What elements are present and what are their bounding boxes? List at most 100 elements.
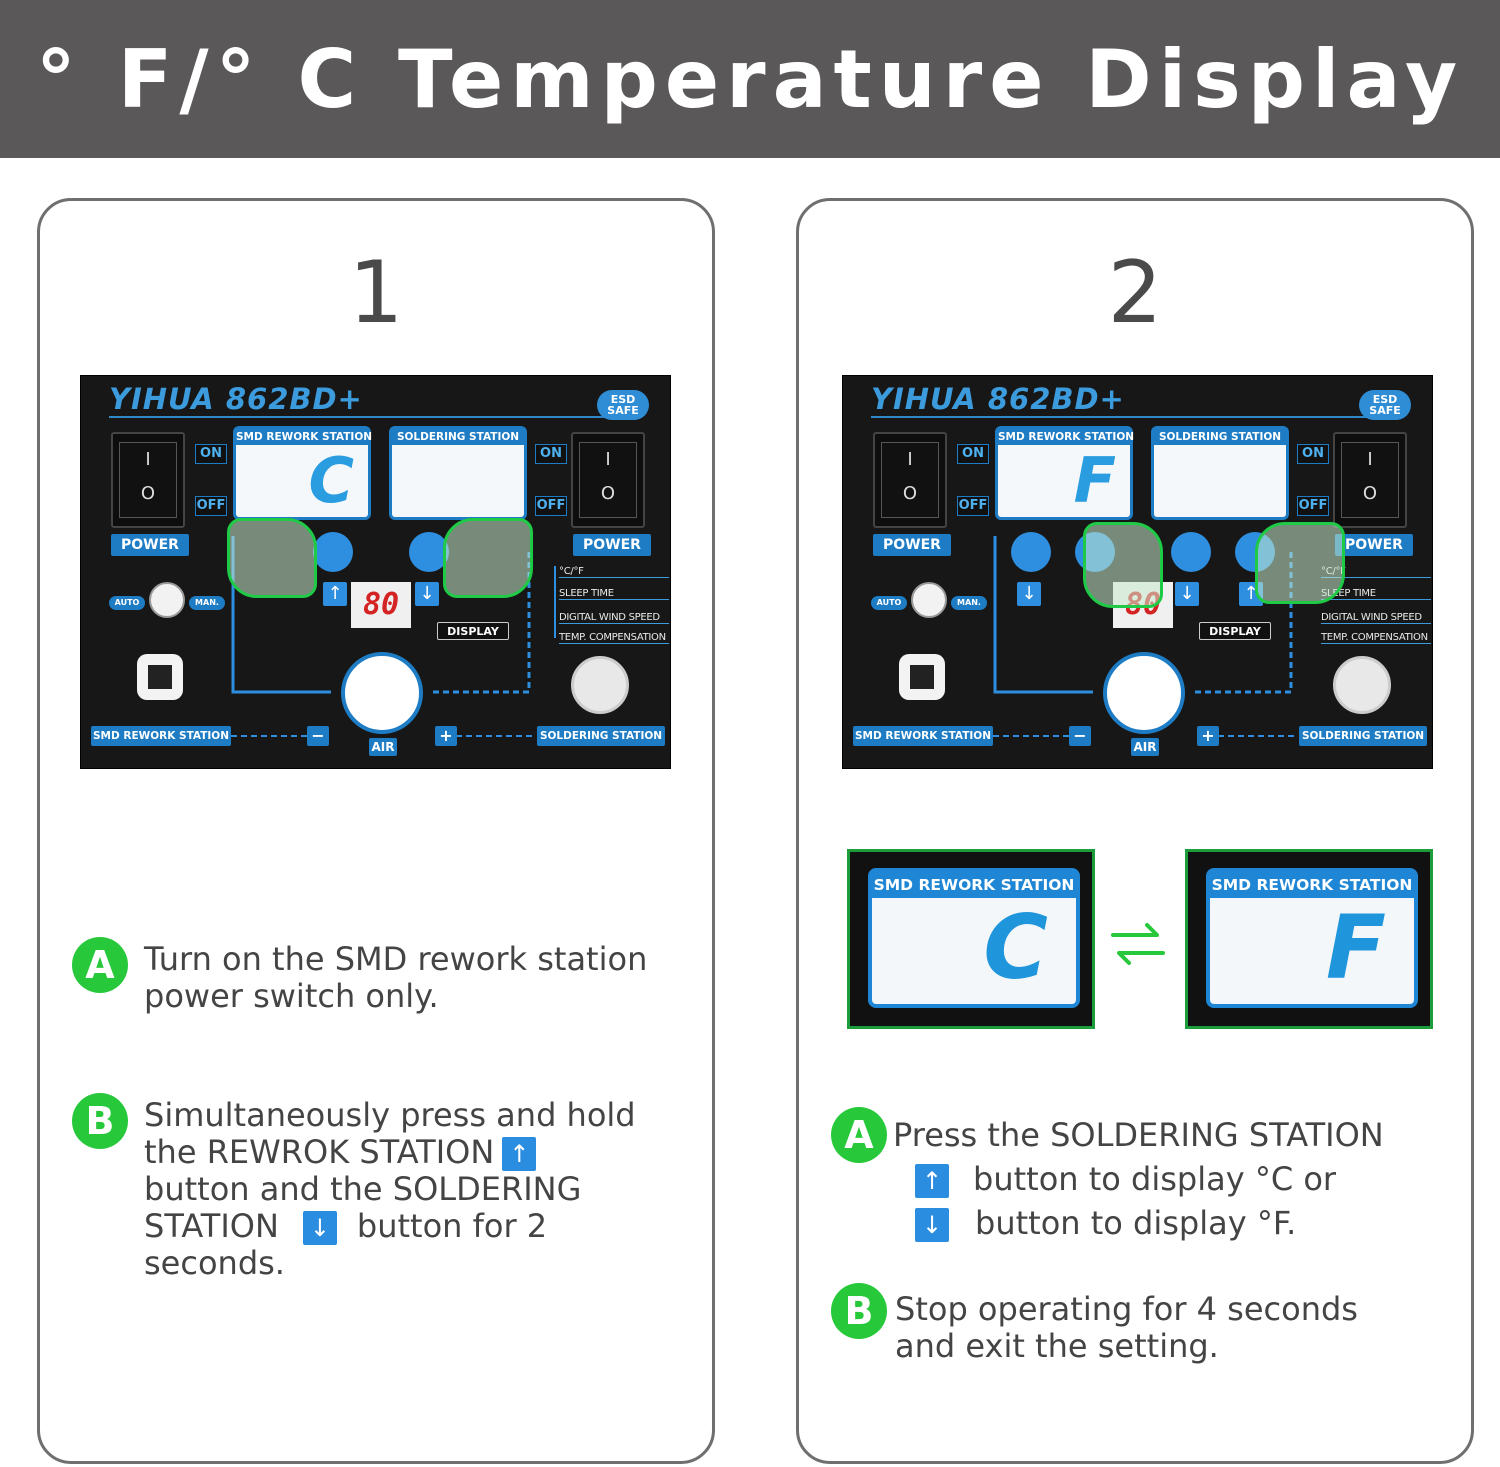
esd-safe-badge: ESD SAFE [597,390,649,420]
title-banner: ° F/° C Temperature Display [0,0,1500,158]
step-b-line: Simultaneously press and hold [144,1096,636,1134]
segment-display: 80 [351,582,411,628]
man-label: MAN. [189,596,225,610]
rocker-face: I O [881,442,939,518]
smd-down-arrow-icon[interactable]: ↓ [1017,582,1041,606]
display-label: DISPLAY [1199,622,1271,640]
soldering-down-arrow-icon[interactable]: ↓ [1175,582,1199,606]
step-b-line-with-icon: STATION↓button for 2 [144,1208,714,1245]
smd-station-footer: SMD REWORK STATION [91,726,231,746]
step-b-line: seconds. [144,1244,285,1282]
smd-set-button[interactable] [313,532,353,572]
soldering-lcd-display: SOLDERING STATION [389,426,527,520]
rocker-off-mark: O [600,483,616,504]
control-knob[interactable] [341,652,423,734]
esd-safe-badge: ESD SAFE [1359,390,1411,420]
smd-lcd-title: SMD REWORK STATION [236,429,373,445]
arrow-down-icon: ↓ [302,1211,337,1245]
station-panel: YIHUA 862BD+ ESD SAFE I O ON OFF POWER I… [80,375,671,769]
soldering-off-label: OFF [1297,496,1329,516]
step-a-badge: A [72,937,128,993]
step-a-text: Press the SOLDERING STATION ↑ button to d… [893,1113,1463,1245]
rocker-on-mark: I [145,449,151,470]
step-a-line: button to display °F. [975,1204,1297,1242]
smd-select-button[interactable] [1011,532,1051,572]
step-b-line: Stop operating for 4 seconds [895,1290,1358,1328]
auto-man-knob[interactable] [911,582,947,618]
soldering-power-label: POWER [1335,534,1413,556]
hot-air-connector [137,654,183,700]
rocker-off-mark: O [902,483,918,504]
panel-guide-lines [231,536,556,737]
step-a-line: Press the SOLDERING STATION [893,1116,1384,1154]
mini-lcd-title: SMD REWORK STATION [872,872,1076,898]
man-label: MAN. [951,596,987,610]
menu-wind-speed: DIGITAL WIND SPEED [1321,612,1431,624]
step-b-line: and exit the setting. [895,1327,1219,1365]
smd-station-footer: SMD REWORK STATION [853,726,993,746]
iron-connector [1333,656,1391,714]
step-card-2: 2 YIHUA 862BD+ ESD SAFE I O ON OFF POWER… [796,198,1474,1464]
smd-power-switch[interactable]: I O [111,432,185,528]
smd-on-label: ON [957,444,989,464]
auto-label: AUTO [109,596,145,610]
plus-button[interactable]: + [435,726,457,746]
soldering-lcd-display: SOLDERING STATION [1151,426,1289,520]
plus-button[interactable]: + [1197,726,1219,746]
mini-lcd-frame: SMD REWORK STATION F [1206,868,1418,1008]
step-a-text: Turn on the SMD rework station power swi… [144,941,704,1015]
step-b-badge: B [831,1283,887,1339]
smd-power-label: POWER [111,534,189,556]
smd-power-switch[interactable]: I O [873,432,947,528]
soldering-station-footer: SOLDERING STATION [1299,726,1427,746]
control-knob[interactable] [1103,652,1185,734]
menu-temp-compensation: TEMP. COMPENSATION [1321,632,1431,644]
soldering-station-footer: SOLDERING STATION [537,726,665,746]
smd-up-arrow-icon[interactable]: ↑ [323,582,347,606]
air-label: AIR [1131,738,1159,756]
soldering-lcd-title: SOLDERING STATION [1154,429,1286,445]
step-a-line: power switch only. [144,977,439,1015]
arrow-down-icon: ↓ [915,1208,949,1242]
brand-logo: YIHUA 862BD+ [109,382,363,416]
rocker-off-mark: O [140,483,156,504]
soldering-power-switch[interactable]: I O [571,432,645,528]
rocker-face: I O [119,442,177,518]
smd-off-label: OFF [957,496,989,516]
soldering-lcd-title: SOLDERING STATION [392,429,524,445]
iron-connector [571,656,629,714]
mini-lcd-glyph: C [983,896,1048,999]
hot-air-connector [899,654,945,700]
soldering-down-arrow-icon[interactable]: ↓ [415,582,439,606]
step-b-line-with-icon: the REWROK STATION↑ [144,1134,714,1171]
step-a-line-with-icon: ↓ button to display °F. [893,1201,1463,1245]
pointing-hand-icon [1255,522,1345,604]
page-title: ° F/° C Temperature Display [35,32,1465,126]
soldering-on-label: ON [535,444,567,464]
mini-lcd-title: SMD REWORK STATION [1210,872,1414,898]
menu-sleep-time: SLEEP TIME [559,588,669,600]
soldering-on-label: ON [1297,444,1329,464]
lcd-unit-glyph: C [308,444,354,517]
smd-lcd-title: SMD REWORK STATION [998,429,1135,445]
rocker-on-mark: I [1367,449,1373,470]
mini-lcd-frame: SMD REWORK STATION C [868,868,1080,1008]
auto-man-knob[interactable] [149,582,185,618]
brand-underline [871,416,1391,418]
menu-temp-compensation: TEMP. COMPENSATION [559,632,669,644]
soldering-set-button[interactable] [1171,532,1211,572]
step-number: 2 [1107,243,1163,343]
minus-button[interactable]: − [1069,726,1091,746]
step-b-line: button for 2 [356,1207,548,1245]
minus-button[interactable]: − [307,726,329,746]
step-a-line: Turn on the SMD rework station [144,940,648,978]
soldering-set-button[interactable] [409,532,449,572]
step-b-text: Simultaneously press and hold the REWROK… [144,1097,714,1282]
rocker-face: I O [1341,442,1399,518]
arrow-up-icon: ↑ [915,1164,949,1198]
soldering-power-label: POWER [573,534,651,556]
soldering-power-switch[interactable]: I O [1333,432,1407,528]
smd-lcd-display: SMD REWORK STATION F [995,426,1135,520]
rocker-face: I O [579,442,637,518]
menu-unit: °C/°F [559,566,669,578]
